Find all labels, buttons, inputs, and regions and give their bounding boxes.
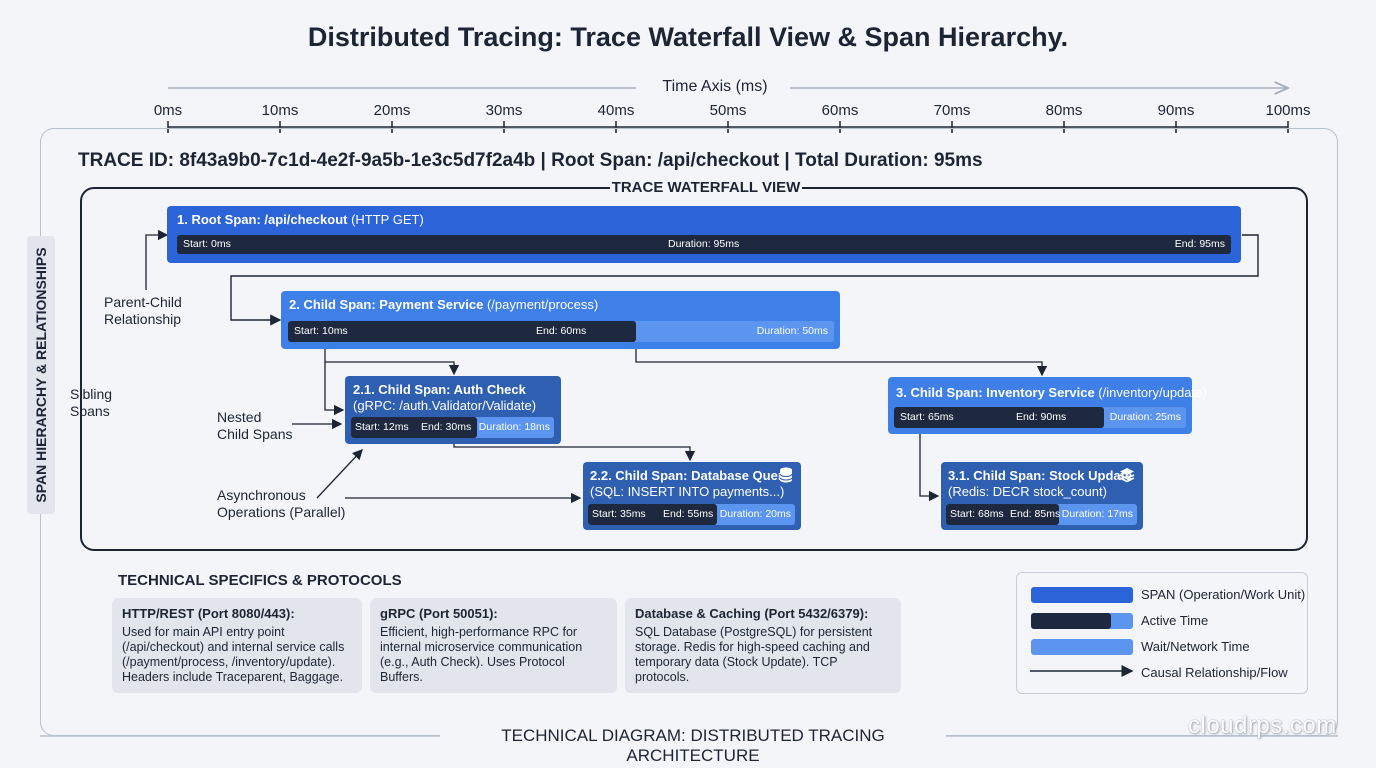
span-auth-check[interactable]: 2.1. Child Span: Auth Check (gRPC: /auth… — [345, 376, 561, 444]
span-title: 2. Child Span: Payment Service (/payment… — [289, 297, 599, 312]
legend: SPAN (Operation/Work Unit) Active Time W… — [1016, 572, 1308, 694]
tech-card-database: Database & Caching (Port 5432/6379): SQL… — [625, 598, 901, 693]
tick-label: 30ms — [485, 102, 523, 119]
span-end: End: 85ms — [1010, 508, 1061, 520]
tick-label: 50ms — [709, 102, 747, 119]
legend-label: Wait/Network Time — [1141, 639, 1250, 654]
tech-card-body: Efficient, high-performance RPC for inte… — [380, 625, 583, 684]
tech-card-body: Used for main API entry point (/api/chec… — [122, 625, 345, 684]
span-stock-update[interactable]: 3.1. Child Span: Stock Update (Redis: DE… — [941, 462, 1143, 530]
tech-heading: TECHNICAL SPECIFICS & PROTOCOLS — [118, 572, 402, 589]
legend-swatch-wait — [1031, 639, 1133, 655]
span-subtitle: (gRPC: /auth.Validator/Validate) — [353, 398, 537, 413]
span-end: End: 60ms — [536, 325, 587, 337]
tick-label: 10ms — [261, 102, 299, 119]
active-segment — [946, 504, 1059, 525]
timing-bar: Start: 65ms End: 90ms Duration: 25ms — [894, 407, 1186, 428]
active-segment — [588, 504, 717, 525]
parent-child-arrow — [145, 229, 169, 290]
payment-to-auth-side-connector — [324, 362, 345, 416]
span-end: End: 95ms — [1174, 238, 1225, 250]
span-duration: Duration: 25ms — [1109, 411, 1181, 423]
tick-label: 100ms — [1265, 102, 1311, 119]
span-title: 2.2. Child Span: Database Query — [590, 468, 791, 483]
span-start: Start: 35ms — [592, 508, 646, 520]
tick-marks — [167, 121, 1289, 133]
timing-bar: Start: 0ms Duration: 95ms End: 95ms — [177, 235, 1231, 254]
span-start: Start: 10ms — [294, 325, 348, 337]
stack-icon — [1119, 467, 1135, 486]
async-arrow-up — [316, 449, 363, 499]
span-duration: Duration: 17ms — [1061, 508, 1133, 520]
span-subtitle: (SQL: INSERT INTO payments...) — [590, 484, 785, 499]
side-label: SPAN HIERARCHY & RELATIONSHIPS — [27, 236, 55, 514]
span-start: Start: 65ms — [900, 411, 954, 423]
tick-label: 70ms — [933, 102, 971, 119]
span-duration: Duration: 18ms — [478, 421, 550, 433]
span-inventory[interactable]: 3. Child Span: Inventory Service (/inven… — [888, 377, 1207, 434]
tick-label: 40ms — [597, 102, 635, 119]
span-start: Start: 12ms — [355, 421, 409, 433]
span-database-query[interactable]: 2.2. Child Span: Database Query (SQL: IN… — [583, 462, 801, 530]
trace-info: TRACE ID: 8f43a9b0-7c1d-4e2f-9a5b-1e3c5d… — [78, 150, 983, 171]
payment-to-inventory-connector — [635, 347, 1048, 377]
diagram-title: Distributed Tracing: Trace Waterfall Vie… — [307, 22, 1069, 52]
sibling-spans-annotation: Sibling Spans — [70, 386, 113, 419]
span-duration: Duration: 20ms — [719, 508, 791, 520]
span-duration: Duration: 50ms — [756, 325, 828, 337]
waterfall-label: TRACE WATERFALL VIEW — [610, 178, 802, 198]
span-title: 2.1. Child Span: Auth Check — [353, 382, 526, 397]
inventory-to-stock-connector — [919, 433, 940, 502]
span-title: 3. Child Span: Inventory Service (/inven… — [896, 385, 1207, 400]
span-title: 3.1. Child Span: Stock Update — [948, 468, 1133, 483]
timing-bar: Start: 12ms End: 30ms Duration: 18ms — [351, 417, 554, 438]
active-segment — [351, 417, 477, 438]
span-title: 1. Root Span: /api/checkout (HTTP GET) — [177, 212, 424, 227]
span-root[interactable]: 1. Root Span: /api/checkout (HTTP GET) S… — [167, 206, 1241, 263]
legend-label: Active Time — [1141, 613, 1209, 628]
tech-card-http: HTTP/REST (Port 8080/443): Used for main… — [112, 598, 362, 693]
timing-bar: Start: 10ms End: 60ms Duration: 50ms — [288, 321, 834, 342]
span-end: End: 90ms — [1016, 411, 1067, 423]
async-operations-annotation: Asynchronous Operations (Parallel) — [217, 487, 346, 520]
active-segment — [288, 321, 636, 342]
nested-child-annotation: Nested Child Spans — [217, 409, 293, 442]
tech-card-grpc: gRPC (Port 50051): Efficient, high-perfo… — [370, 598, 617, 693]
active-segment — [894, 407, 1104, 428]
tech-card-title: Database & Caching (Port 5432/6379): — [635, 606, 869, 621]
time-axis-label: Time Axis (ms) — [640, 78, 790, 96]
span-duration: Duration: 95ms — [668, 238, 740, 250]
payment-to-auth-connector — [324, 347, 460, 376]
timing-bar: Start: 35ms End: 55ms Duration: 20ms — [588, 504, 795, 525]
span-subtitle: (Redis: DECR stock_count) — [948, 484, 1107, 499]
legend-label: Causal Relationship/Flow — [1141, 665, 1288, 680]
tech-card-title: gRPC (Port 50051): — [380, 606, 498, 621]
tech-card-body: SQL Database (PostgreSQL) for persistent… — [635, 625, 873, 684]
span-start: Start: 68ms — [950, 508, 1004, 520]
watermark: cloudrps.com — [1188, 712, 1337, 739]
legend-label: SPAN (Operation/Work Unit) — [1141, 587, 1306, 602]
tech-card-title: HTTP/REST (Port 8080/443): — [122, 606, 295, 621]
tick-label: 20ms — [373, 102, 411, 119]
database-icon — [779, 467, 793, 486]
footer-caption: TECHNICAL DIAGRAM: DISTRIBUTED TRACING A… — [440, 726, 946, 766]
side-label-text: SPAN HIERARCHY & RELATIONSHIPS — [33, 247, 49, 503]
tick-label: 60ms — [821, 102, 859, 119]
parent-child-annotation: Parent-Child Relationship — [104, 294, 182, 327]
tick-label: 90ms — [1157, 102, 1195, 119]
span-payment[interactable]: 2. Child Span: Payment Service (/payment… — [281, 291, 840, 349]
root-to-payment-connector — [230, 234, 1259, 326]
span-end: End: 55ms — [663, 508, 714, 520]
legend-swatch-span — [1031, 587, 1133, 603]
legend-swatch-active — [1031, 613, 1133, 629]
auth-to-db-connector — [453, 443, 696, 462]
tick-label: 80ms — [1045, 102, 1083, 119]
timing-bar: Start: 68ms End: 85ms Duration: 17ms — [946, 504, 1137, 525]
span-start: Start: 0ms — [183, 238, 231, 250]
tick-label: 0ms — [153, 102, 183, 119]
span-end: End: 30ms — [421, 421, 472, 433]
